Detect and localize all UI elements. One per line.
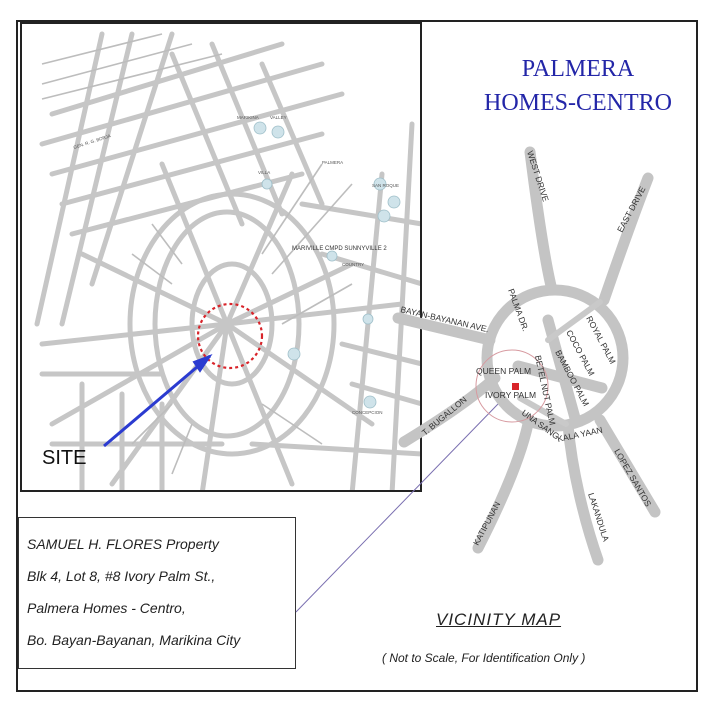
- svg-text:MARIKINA: MARIKINA: [237, 115, 259, 120]
- vicinity-map-note: ( Not to Scale, For Identification Only …: [382, 651, 586, 665]
- site-circle: [196, 302, 264, 370]
- svg-text:SAN ROQUE: SAN ROQUE: [372, 183, 399, 188]
- district-label: MARIVILLE CMPD SUNNYVILLE 2: [292, 246, 387, 252]
- site-arrow-line: [103, 354, 211, 448]
- vicinity-map-title: VICINITY MAP: [436, 610, 562, 629]
- svg-text:VALLEY: VALLEY: [270, 115, 287, 120]
- owner-line-4: Bo. Bayan-Bayanan, Marikina City: [27, 632, 241, 648]
- title-line-2: HOMES-CENTRO: [483, 90, 672, 116]
- site-label: SITE: [42, 447, 87, 469]
- owner-info-box: SAMUEL H. FLORES Property Blk 4, Lot 8, …: [18, 517, 296, 669]
- svg-text:COUNTRY: COUNTRY: [342, 262, 364, 267]
- svg-text:CONCEPCION: CONCEPCION: [352, 410, 383, 415]
- owner-line-2: Blk 4, Lot 8, #8 Ivory Palm St.,: [27, 568, 216, 584]
- map-title: PALMERA HOMES-CENTRO: [460, 52, 696, 120]
- owner-line-3: Palmera Homes - Centro,: [27, 600, 186, 616]
- svg-text:PALMERA: PALMERA: [322, 160, 343, 165]
- site-arrow-head: [192, 353, 213, 373]
- inset-location-map: MARIKINA VALLEY PALMERA SAN ROQUE VILLA COU…: [20, 22, 422, 492]
- park-markers: [253, 121, 401, 409]
- title-line-1: PALMERA: [521, 56, 635, 82]
- owner-line-1: SAMUEL H. FLORES Property: [27, 536, 219, 552]
- svg-text:VILLA: VILLA: [258, 170, 270, 175]
- inset-map-graphic: MARIKINA VALLEY PALMERA SAN ROQUE VILLA COU…: [34, 31, 420, 490]
